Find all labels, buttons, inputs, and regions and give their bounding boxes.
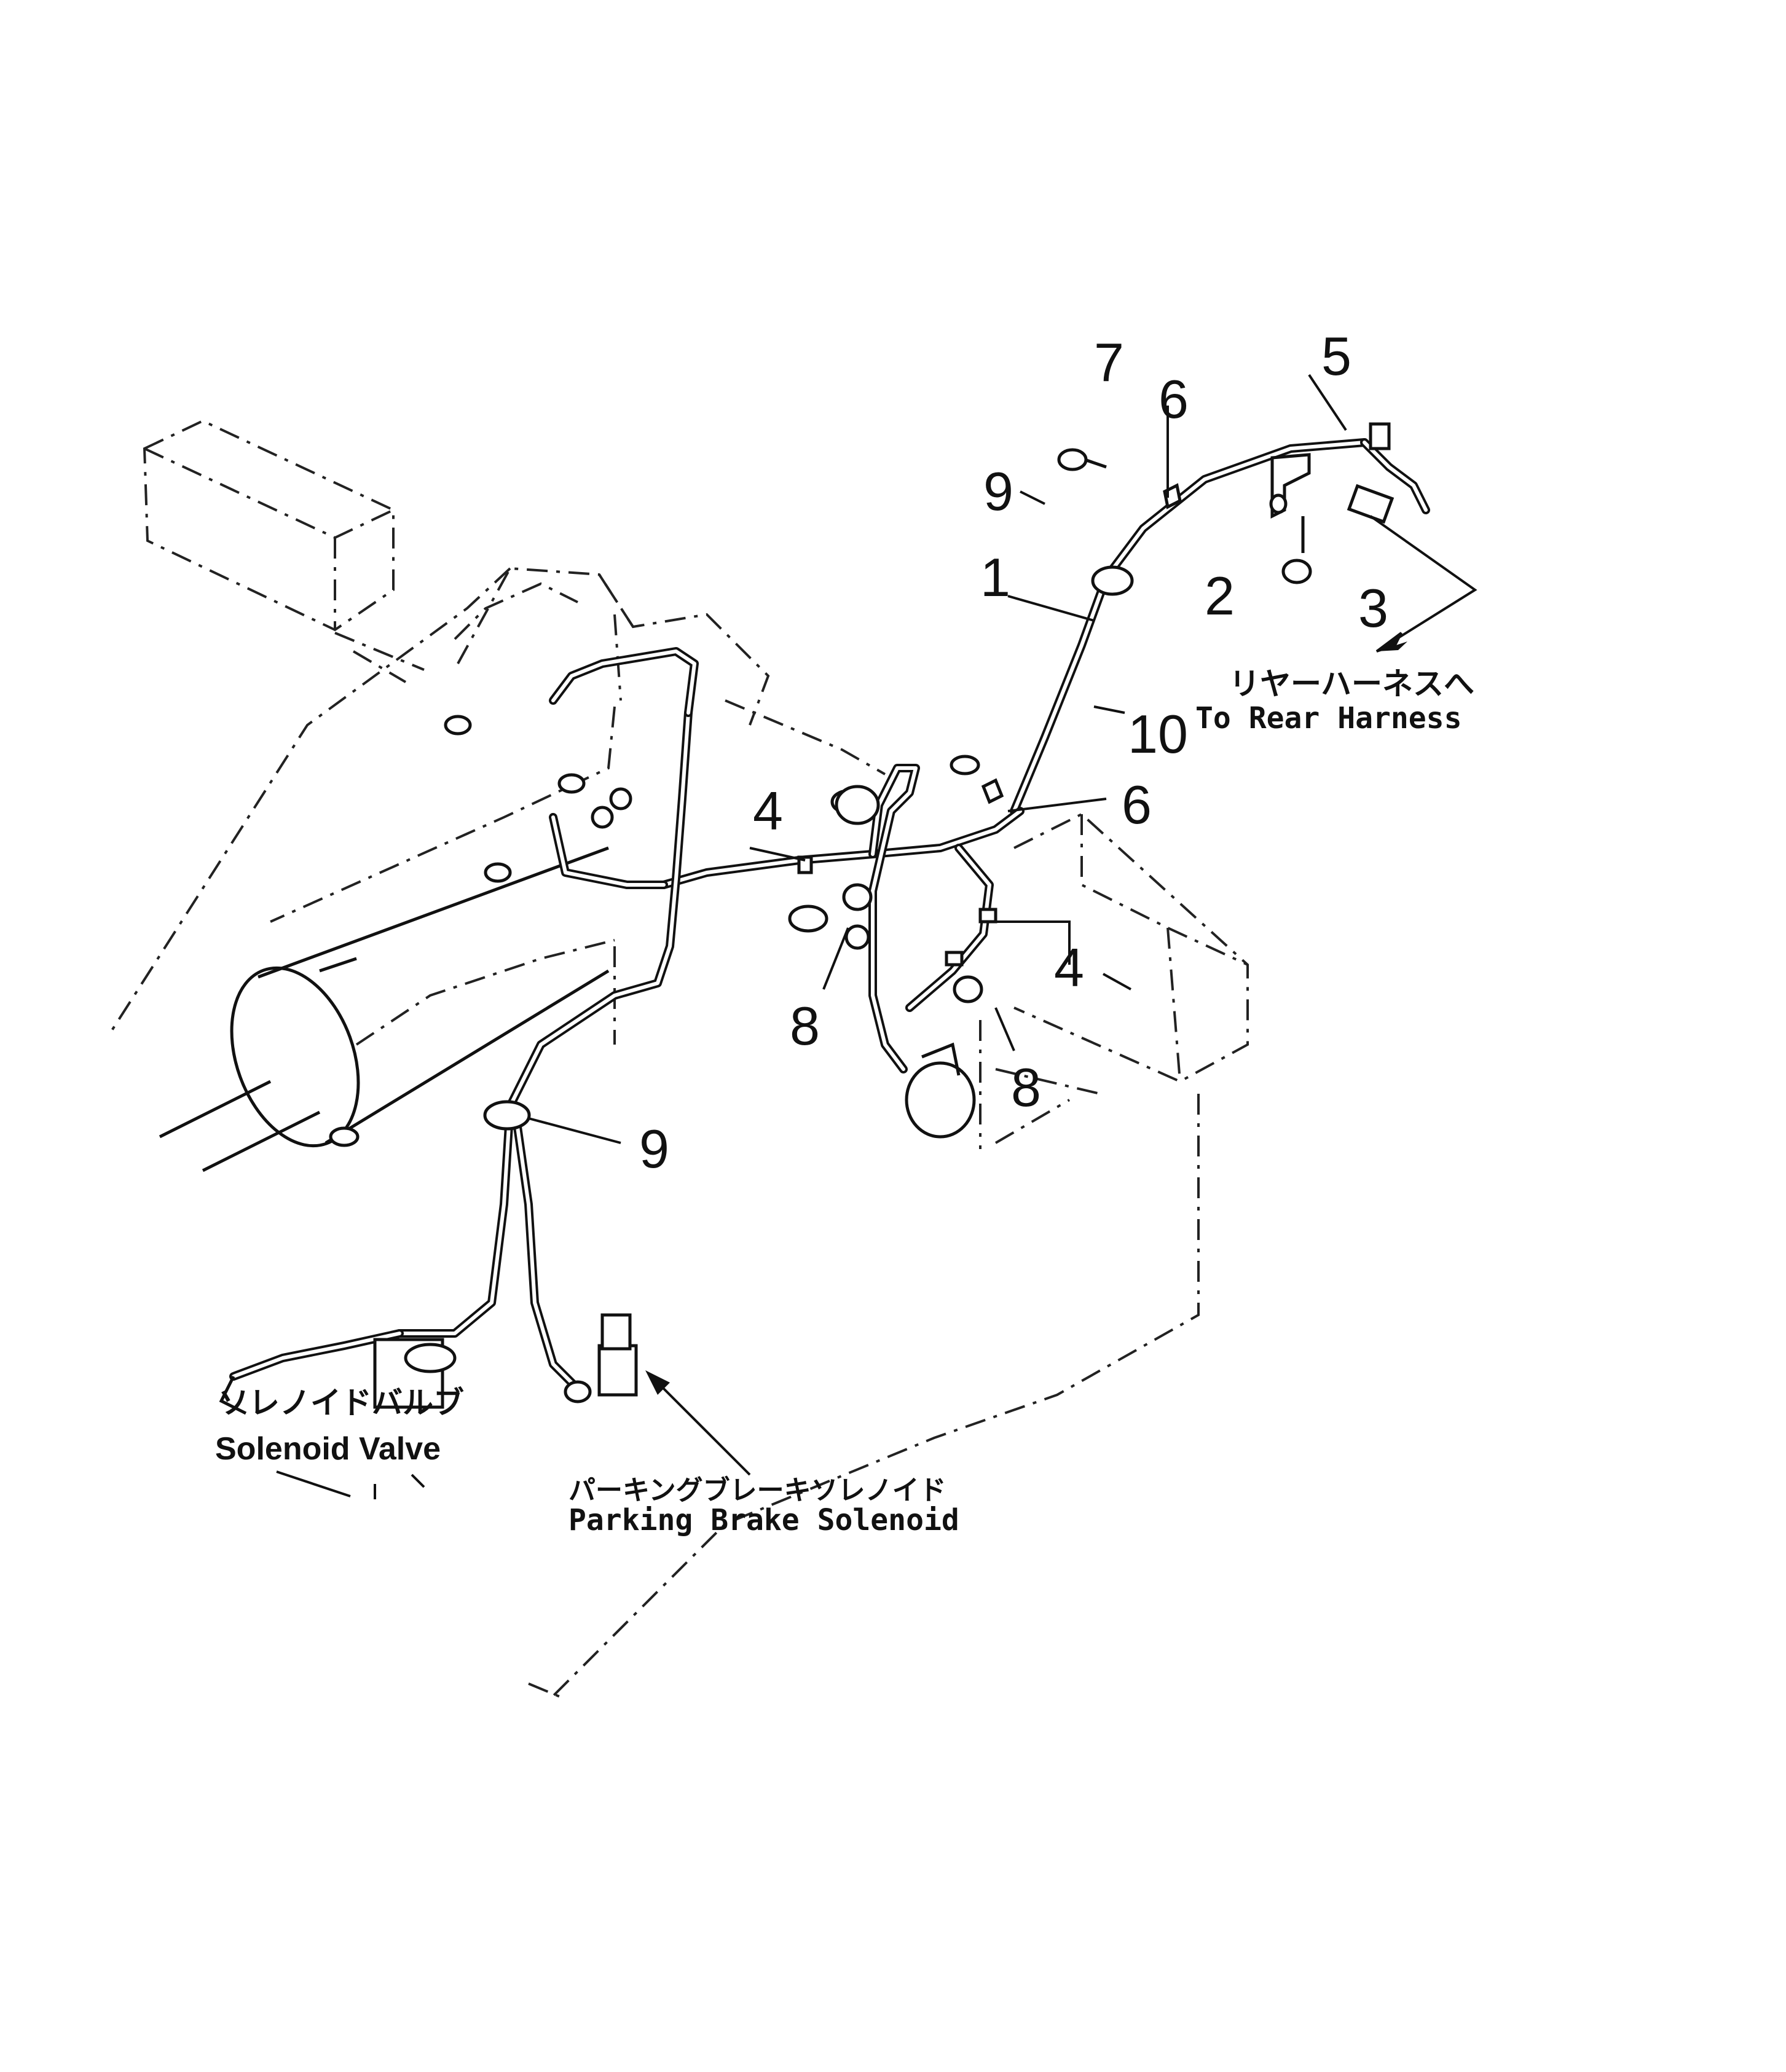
callout-3: 3 — [1358, 578, 1388, 638]
callout-9-top: 9 — [983, 461, 1013, 522]
callout-4-right: 4 — [1054, 937, 1084, 998]
callout-7: 7 — [1094, 332, 1124, 393]
callout-5: 5 — [1321, 326, 1351, 387]
parking-brake-label-en: Parking Brake Solenoid — [568, 1503, 959, 1537]
small-parts — [219, 448, 1312, 1415]
wiring-harness — [229, 422, 1430, 1393]
text-labels: リヤーハーネスへ To Rear Harness ソレノイドバルブ Soleno… — [215, 666, 1474, 1537]
callout-2: 2 — [1205, 565, 1235, 626]
solenoid-valve-label-jp: ソレノイドバルブ — [218, 1385, 464, 1421]
callout-8-right: 8 — [1011, 1057, 1041, 1118]
callout-numbers: 7 6 5 9 1 2 3 10 4 6 4 8 8 9 — [639, 326, 1388, 1179]
callout-10: 10 — [1128, 704, 1188, 764]
rear-harness-label-en: To Rear Harness — [1195, 701, 1461, 736]
solenoid-valve-label-en: Solenoid Valve — [215, 1431, 441, 1467]
rear-harness-label-jp: リヤーハーネスへ — [1229, 666, 1474, 702]
parking-brake-label-jp: パーキングブレーキソレノイド — [568, 1475, 946, 1506]
leader-lines — [276, 374, 1477, 1499]
callout-9-bottom: 9 — [639, 1118, 669, 1179]
callout-6-top: 6 — [1159, 369, 1189, 430]
callout-8-left: 8 — [790, 995, 820, 1056]
callout-1: 1 — [980, 547, 1010, 608]
callout-6-mid: 6 — [1122, 774, 1152, 835]
callout-4-left: 4 — [753, 780, 783, 841]
